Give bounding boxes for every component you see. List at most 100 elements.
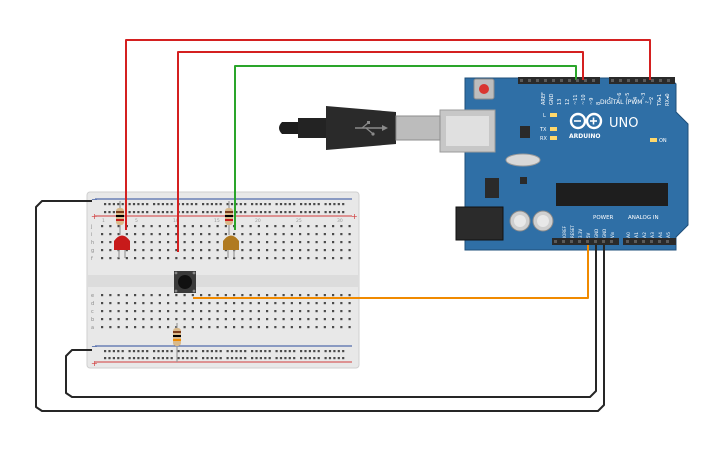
- breadboard-hole[interactable]: [206, 211, 209, 214]
- breadboard-hole[interactable]: [219, 350, 222, 353]
- breadboard-hole[interactable]: [137, 203, 140, 206]
- breadboard-hole[interactable]: [249, 326, 252, 329]
- breadboard-hole[interactable]: [230, 350, 234, 353]
- breadboard-hole[interactable]: [186, 211, 189, 214]
- breadboard-hole[interactable]: [224, 294, 227, 297]
- breadboard-hole[interactable]: [274, 318, 277, 321]
- header-pin[interactable]: [576, 79, 579, 82]
- breadboard-hole[interactable]: [195, 350, 198, 353]
- breadboard-hole[interactable]: [142, 318, 145, 321]
- breadboard-hole[interactable]: [157, 203, 160, 206]
- header-pin[interactable]: [659, 79, 662, 82]
- breadboard-hole[interactable]: [274, 310, 277, 313]
- header-pin[interactable]: [554, 240, 557, 243]
- breadboard-hole[interactable]: [224, 249, 227, 252]
- breadboard-hole[interactable]: [288, 211, 291, 214]
- breadboard-hole[interactable]: [257, 302, 260, 305]
- breadboard-hole[interactable]: [191, 233, 194, 236]
- breadboard-hole[interactable]: [181, 357, 185, 360]
- breadboard-hole[interactable]: [224, 310, 227, 313]
- breadboard-hole[interactable]: [117, 294, 120, 297]
- breadboard-hole[interactable]: [117, 326, 120, 329]
- breadboard-hole[interactable]: [279, 357, 283, 360]
- breadboard-hole[interactable]: [304, 357, 307, 360]
- wire-black-gnd[interactable]: [35, 200, 605, 412]
- breadboard[interactable]: − + + − + j i h g f e d c b a 1 5 10 15 …: [86, 191, 360, 369]
- breadboard-hole[interactable]: [134, 310, 137, 313]
- breadboard-hole[interactable]: [290, 310, 293, 313]
- breadboard-hole[interactable]: [300, 203, 303, 206]
- breadboard-hole[interactable]: [150, 249, 153, 252]
- breadboard-hole[interactable]: [175, 225, 178, 228]
- breadboard-hole[interactable]: [324, 350, 327, 353]
- breadboard-hole[interactable]: [170, 357, 173, 360]
- breadboard-hole[interactable]: [307, 233, 310, 236]
- breadboard-hole[interactable]: [167, 225, 170, 228]
- breadboard-hole[interactable]: [117, 233, 120, 236]
- breadboard-hole[interactable]: [233, 326, 236, 329]
- breadboard-hole[interactable]: [142, 249, 145, 252]
- breadboard-hole[interactable]: [202, 203, 205, 206]
- breadboard-hole[interactable]: [210, 203, 213, 206]
- breadboard-hole[interactable]: [328, 357, 332, 360]
- breadboard-hole[interactable]: [275, 350, 278, 353]
- breadboard-hole[interactable]: [142, 233, 145, 236]
- breadboard-hole[interactable]: [146, 211, 149, 214]
- breadboard-hole[interactable]: [315, 302, 318, 305]
- breadboard-hole[interactable]: [142, 257, 145, 260]
- breadboard-hole[interactable]: [323, 225, 326, 228]
- breadboard-hole[interactable]: [166, 350, 169, 353]
- breadboard-hole[interactable]: [150, 294, 153, 297]
- breadboard-hole[interactable]: [224, 326, 227, 329]
- breadboard-hole[interactable]: [282, 233, 285, 236]
- breadboard-hole[interactable]: [259, 203, 262, 206]
- breadboard-hole[interactable]: [216, 318, 219, 321]
- resistor-2[interactable]: [225, 201, 233, 235]
- breadboard-hole[interactable]: [150, 302, 153, 305]
- breadboard-hole[interactable]: [307, 249, 310, 252]
- breadboard-hole[interactable]: [257, 225, 260, 228]
- breadboard-hole[interactable]: [230, 203, 234, 206]
- breadboard-hole[interactable]: [299, 318, 302, 321]
- breadboard-hole[interactable]: [219, 203, 222, 206]
- breadboard-hole[interactable]: [333, 350, 336, 353]
- breadboard-hole[interactable]: [158, 318, 161, 321]
- header-pin[interactable]: [560, 79, 563, 82]
- breadboard-hole[interactable]: [293, 203, 296, 206]
- breadboard-hole[interactable]: [167, 249, 170, 252]
- breadboard-hole[interactable]: [340, 249, 343, 252]
- breadboard-hole[interactable]: [333, 203, 336, 206]
- breadboard-hole[interactable]: [284, 357, 287, 360]
- breadboard-hole[interactable]: [117, 203, 120, 206]
- breadboard-hole[interactable]: [134, 249, 137, 252]
- breadboard-hole[interactable]: [117, 310, 120, 313]
- breadboard-hole[interactable]: [158, 294, 161, 297]
- breadboard-hole[interactable]: [216, 294, 219, 297]
- breadboard-hole[interactable]: [215, 203, 218, 206]
- breadboard-hole[interactable]: [230, 357, 234, 360]
- breadboard-hole[interactable]: [195, 203, 198, 206]
- breadboard-hole[interactable]: [210, 350, 213, 353]
- breadboard-hole[interactable]: [132, 350, 136, 353]
- breadboard-hole[interactable]: [104, 211, 107, 214]
- breadboard-hole[interactable]: [191, 225, 194, 228]
- breadboard-hole[interactable]: [313, 357, 316, 360]
- breadboard-hole[interactable]: [202, 211, 205, 214]
- breadboard-hole[interactable]: [307, 318, 310, 321]
- breadboard-hole[interactable]: [257, 233, 260, 236]
- breadboard-hole[interactable]: [323, 257, 326, 260]
- breadboard-hole[interactable]: [210, 357, 213, 360]
- breadboard-hole[interactable]: [141, 203, 144, 206]
- breadboard-hole[interactable]: [299, 233, 302, 236]
- header-pin[interactable]: [602, 240, 605, 243]
- breadboard-hole[interactable]: [191, 241, 194, 244]
- breadboard-hole[interactable]: [244, 350, 247, 353]
- breadboard-hole[interactable]: [134, 294, 137, 297]
- breadboard-hole[interactable]: [183, 326, 186, 329]
- breadboard-hole[interactable]: [153, 350, 156, 353]
- breadboard-hole[interactable]: [109, 326, 112, 329]
- breadboard-hole[interactable]: [158, 302, 161, 305]
- breadboard-hole[interactable]: [101, 241, 104, 244]
- breadboard-hole[interactable]: [150, 225, 153, 228]
- breadboard-hole[interactable]: [142, 241, 145, 244]
